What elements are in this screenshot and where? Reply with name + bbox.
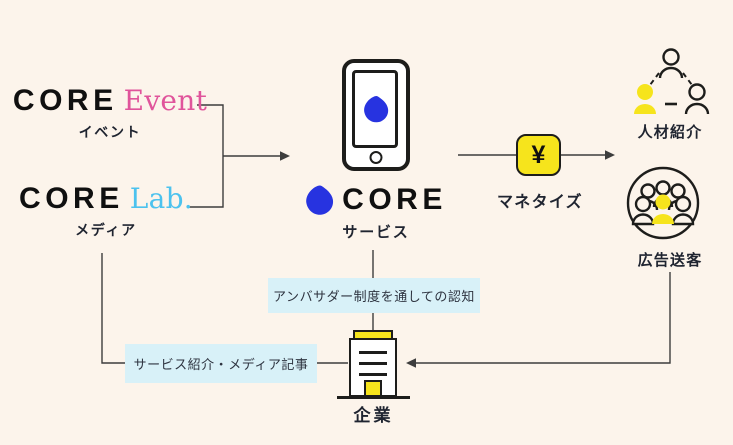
- core-service-brand-text: CORE: [342, 183, 447, 216]
- audience-icon: [626, 166, 700, 240]
- recruitment-icon: [634, 48, 710, 115]
- core-lab-logo: CORE Lab.: [19, 182, 193, 216]
- core-lab-caption: メディア: [75, 222, 137, 238]
- company-icon: [349, 338, 397, 397]
- smartphone-home-button: [369, 151, 383, 164]
- arrow-to-service-head: [280, 151, 290, 161]
- ad-referral-caption: 広告送客: [637, 252, 703, 269]
- company-door: [364, 380, 382, 395]
- core-event-suffix-text: Event: [123, 84, 208, 117]
- core-lab-node: CORE Lab. メディア: [19, 182, 193, 240]
- company-window-line: [359, 362, 387, 365]
- smartphone-screen: [352, 70, 398, 148]
- company-caption: 企業: [353, 406, 394, 425]
- yen-symbol: ¥: [531, 140, 546, 169]
- adreferral-company-arrowhead: [406, 358, 416, 368]
- core-event-logo: CORE Event: [13, 84, 207, 118]
- core-lab-brand-text: CORE: [19, 182, 124, 215]
- core-blob-icon: [364, 96, 389, 123]
- recruitment-caption: 人材紹介: [637, 124, 703, 141]
- yen-icon: ¥: [516, 134, 561, 176]
- core-event-caption: イベント: [78, 124, 142, 140]
- media-article-note: サービス紹介・メディア記事: [125, 344, 317, 383]
- company-ground-line: [337, 396, 410, 399]
- smartphone-icon: [342, 59, 410, 171]
- core-service-node: CORE サービス: [301, 183, 451, 242]
- core-service-logo: CORE: [305, 183, 447, 217]
- core-service-caption: サービス: [342, 224, 410, 241]
- core-event-brand-text: CORE: [12, 84, 118, 117]
- ambassador-note: アンバサダー制度を通しての認知: [268, 278, 480, 313]
- company-window-line: [359, 373, 387, 376]
- arrow-monetize-head: [605, 150, 615, 160]
- monetize-caption: マネタイズ: [497, 194, 583, 211]
- adreferral-company-line: [414, 272, 671, 364]
- core-event-node: CORE Event イベント: [13, 84, 207, 142]
- core-lab-suffix-text: Lab.: [129, 182, 193, 215]
- company-window-line: [359, 351, 387, 354]
- core-blob-icon: [306, 184, 334, 215]
